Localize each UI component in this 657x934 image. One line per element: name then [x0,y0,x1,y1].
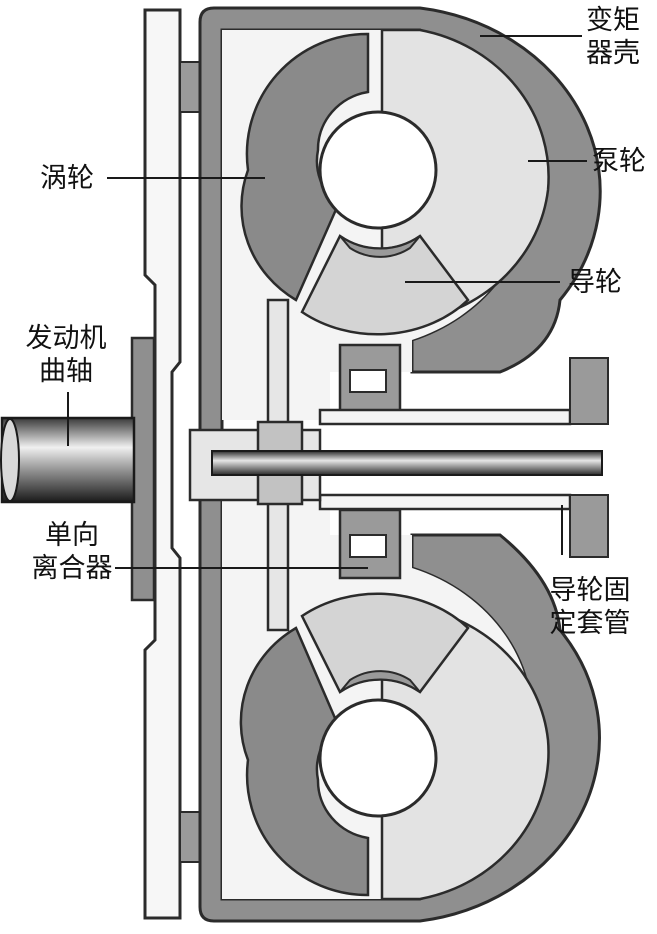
label-one-way-clutch-line1: 单向 [45,520,99,551]
label-turbine: 涡轮 [40,162,94,195]
turbine-upper [240,32,370,302]
label-stator-tube: 导轮固 定套管 [540,574,640,640]
label-one-way-clutch-line2: 离合器 [31,553,113,584]
stator-tube-lower [318,493,572,511]
turbine-lower [239,626,370,897]
torus-core-lower [318,698,438,818]
crankshaft-end [0,418,20,502]
crankshaft-flange [130,336,156,602]
label-crankshaft-line1: 发动机 [25,323,107,354]
label-stator-tube-line2: 定套管 [549,608,631,639]
leader-lines [67,35,587,569]
one-way-clutch-roller-lower [349,534,387,558]
label-pump: 泵轮 [592,145,646,178]
label-one-way-clutch: 单向 离合器 [22,519,122,585]
label-stator-tube-line1: 导轮固 [549,575,631,606]
label-stator: 导轮 [568,266,622,299]
label-housing: 变矩 器壳 [583,4,643,70]
stator-tube-end-upper [569,357,609,425]
torus-core-upper [318,110,438,230]
label-housing-line1: 变矩 [586,5,640,36]
one-way-clutch-roller-upper [349,369,387,393]
stator-tube-upper [318,408,572,426]
label-turbine-text: 涡轮 [40,163,94,194]
input-shaft [211,450,603,476]
stator-ring-upper [339,235,421,258]
stator-tube-end-lower [569,494,609,558]
label-stator-text: 导轮 [568,267,622,298]
label-crankshaft-line2: 曲轴 [39,356,93,387]
label-pump-text: 泵轮 [592,146,646,177]
stator-ring-lower [339,670,421,693]
label-housing-line2: 器壳 [586,38,640,69]
flex-plate [143,8,182,920]
label-crankshaft: 发动机 曲轴 [16,322,116,388]
